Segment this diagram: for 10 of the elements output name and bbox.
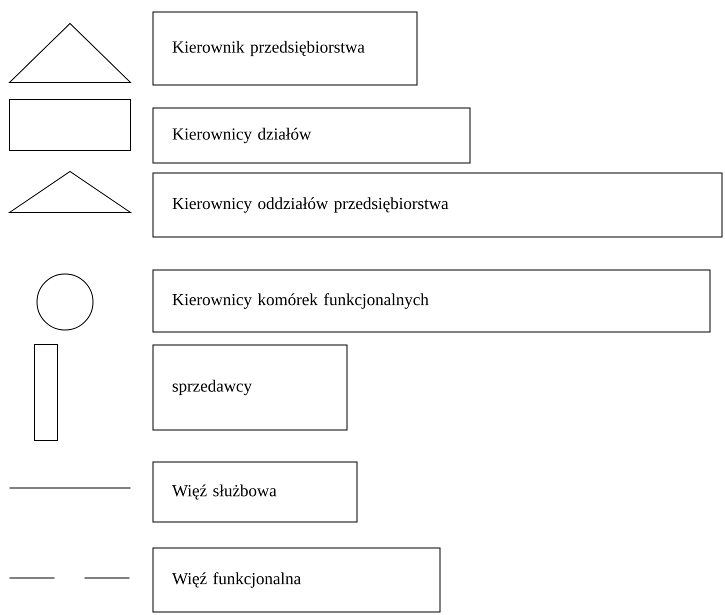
text-box: Kierownicy oddziałów przedsiębiorstwa [152, 172, 722, 238]
text-box: Kierownicy działów [152, 108, 470, 164]
bar-symbol [34, 344, 58, 441]
text-box: Kierownicy komórek funkcjonalnych [152, 270, 710, 332]
text-box: Więź służbowa [152, 462, 358, 522]
text-box: Kierownik przedsiębiorstwa [152, 12, 418, 86]
circle-symbol [36, 274, 94, 330]
rectangle-symbol [9, 99, 131, 151]
text-box: Więź funkcjonalna [152, 548, 440, 612]
text-box: sprzedawcy [152, 344, 348, 430]
